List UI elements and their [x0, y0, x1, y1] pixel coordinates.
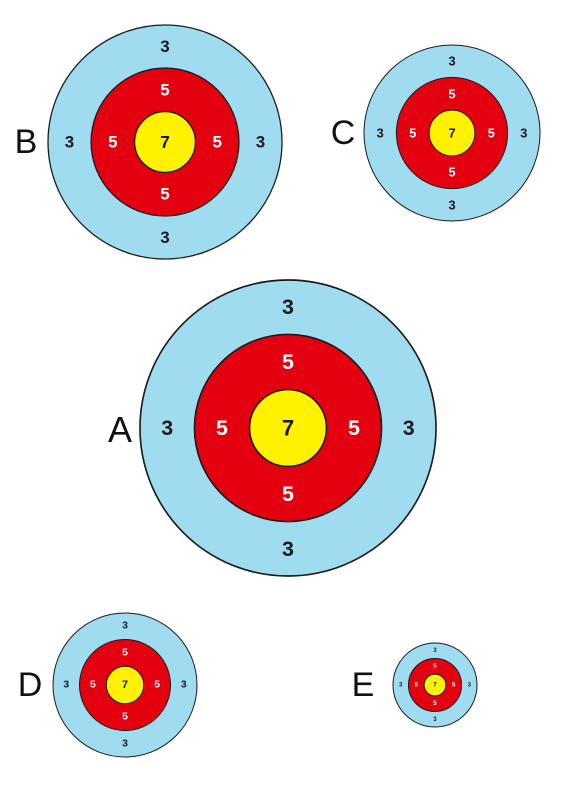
target-label-e: E — [351, 666, 375, 704]
middle-score-bottom: 5 — [282, 482, 294, 506]
middle-score-top: 5 — [448, 86, 455, 101]
target-d: 3 5 3 5 3 5 3 5 7 — [52, 612, 198, 758]
middle-score-left: 5 — [216, 416, 228, 440]
outer-score-top: 3 — [448, 54, 455, 69]
outer-score-bottom: 3 — [433, 716, 437, 723]
outer-score-right: 3 — [403, 416, 415, 440]
middle-score-left: 5 — [108, 133, 117, 152]
outer-score-left: 3 — [63, 680, 69, 691]
outer-score-top: 3 — [160, 37, 169, 56]
outer-score-bottom: 3 — [282, 537, 294, 561]
bullseye — [248, 388, 328, 468]
target-label-c: C — [330, 114, 356, 152]
outer-score-top: 3 — [433, 647, 437, 654]
middle-score-bottom: 5 — [122, 712, 128, 723]
outer-score-right: 3 — [256, 133, 265, 152]
bullseye — [133, 110, 197, 174]
target-a: 3 5 3 5 3 5 3 5 7 — [139, 279, 437, 577]
bullseye — [105, 665, 145, 705]
bullseye-score: 7 — [282, 416, 294, 441]
middle-score-right: 5 — [212, 133, 221, 152]
bullseye-score: 7 — [433, 682, 437, 689]
target-c: 3 5 3 5 3 5 3 5 7 — [363, 44, 541, 222]
outer-score-right: 3 — [181, 680, 187, 691]
middle-score-bottom: 5 — [448, 165, 455, 180]
outer-score-bottom: 3 — [160, 228, 169, 247]
outer-score-left: 3 — [65, 133, 74, 152]
bullseye-score: 7 — [122, 679, 128, 691]
outer-score-bottom: 3 — [448, 197, 455, 212]
target-label-d: D — [17, 666, 43, 704]
outer-score-right: 3 — [520, 126, 527, 141]
middle-score-top: 5 — [282, 350, 294, 374]
middle-score-right: 5 — [154, 680, 160, 691]
middle-score-left: 5 — [90, 680, 96, 691]
outer-score-top: 3 — [122, 621, 128, 632]
middle-score-left: 5 — [409, 126, 416, 141]
middle-score-left: 5 — [415, 682, 419, 689]
bullseye — [428, 109, 476, 157]
outer-score-top: 3 — [282, 295, 294, 319]
middle-score-bottom: 5 — [433, 700, 437, 707]
bullseye-score: 7 — [160, 132, 170, 152]
outer-score-left: 3 — [377, 126, 384, 141]
target-label-a: A — [107, 409, 133, 450]
outer-score-right: 3 — [468, 682, 472, 689]
outer-score-left: 3 — [399, 682, 403, 689]
target-e: 3 5 3 5 3 5 3 5 7 — [392, 642, 478, 728]
bullseye — [423, 673, 447, 697]
middle-score-right: 5 — [452, 682, 456, 689]
target-label-b: B — [14, 123, 38, 161]
bullseye-score: 7 — [448, 126, 455, 141]
middle-score-top: 5 — [433, 663, 437, 670]
outer-score-left: 3 — [161, 416, 173, 440]
middle-score-right: 5 — [488, 126, 495, 141]
target-b: 3 5 3 5 3 5 3 5 7 — [47, 24, 283, 260]
middle-score-right: 5 — [348, 416, 360, 440]
middle-score-bottom: 5 — [160, 185, 169, 204]
outer-score-bottom: 3 — [122, 738, 128, 749]
middle-score-top: 5 — [122, 647, 128, 658]
middle-score-top: 5 — [160, 80, 169, 99]
